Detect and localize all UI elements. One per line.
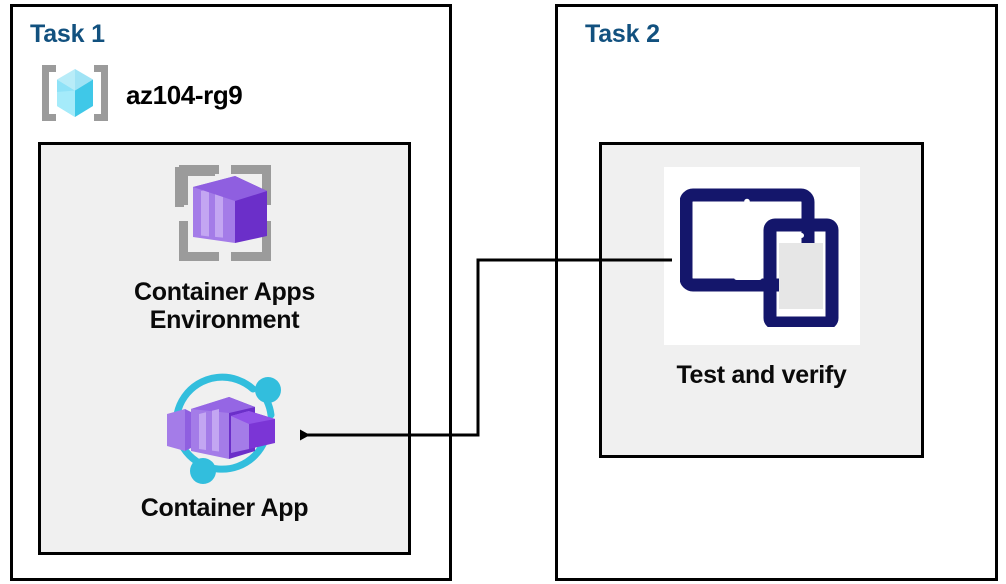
- container-app-icon: [155, 367, 295, 490]
- test-and-verify-icon-backdrop: [663, 167, 860, 345]
- task-2-inner-box: Test and verify: [599, 142, 924, 458]
- test-and-verify-node: Test and verify: [602, 167, 921, 389]
- resource-group-icon: [36, 62, 114, 129]
- resource-group-row: az104-rg9: [36, 62, 243, 129]
- task-1-inner-box: Container Apps Environment: [38, 142, 411, 555]
- container-apps-environment-icon: [163, 157, 287, 274]
- task-2-heading: Task 2: [585, 20, 660, 48]
- test-and-verify-label: Test and verify: [676, 361, 847, 389]
- container-apps-environment-label: Container Apps Environment: [134, 278, 315, 335]
- task-1-heading: Task 1: [30, 20, 105, 48]
- container-app-node: Container App: [41, 367, 408, 522]
- test-and-verify-devices-icon: [679, 181, 844, 332]
- container-apps-environment-node: Container Apps Environment: [41, 157, 408, 335]
- container-app-label: Container App: [140, 494, 309, 522]
- resource-group-name: az104-rg9: [126, 80, 243, 110]
